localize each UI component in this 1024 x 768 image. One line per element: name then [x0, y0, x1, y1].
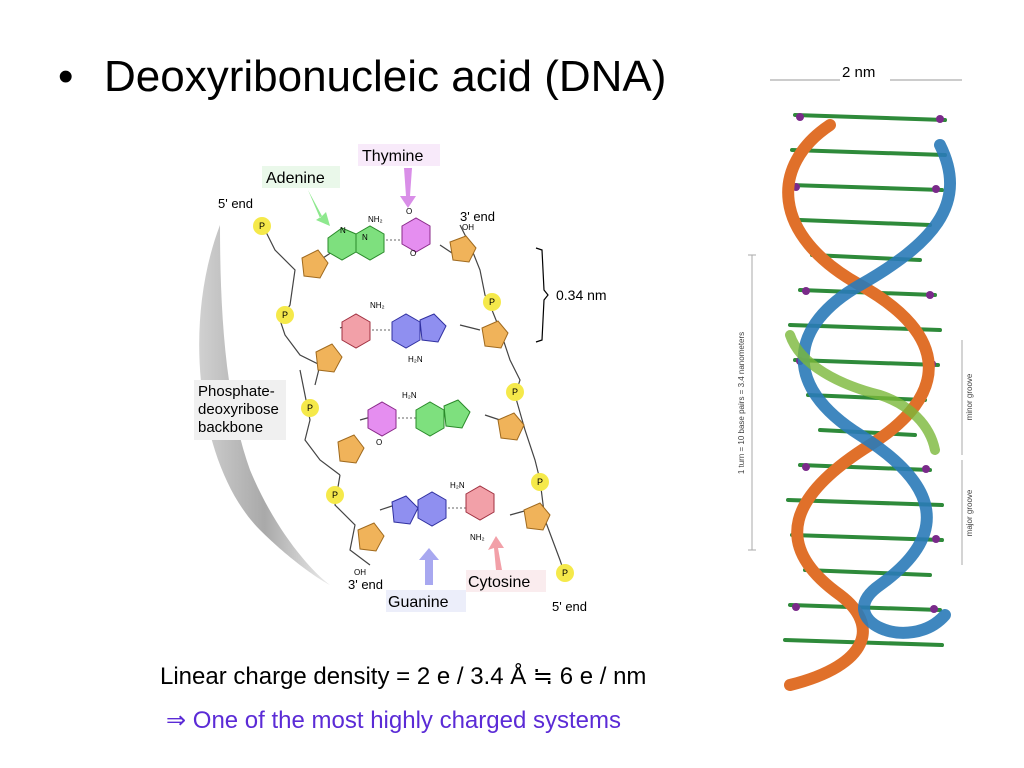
- svg-text:O: O: [406, 207, 412, 216]
- svg-text:P: P: [537, 477, 543, 487]
- svg-text:P: P: [259, 221, 265, 231]
- helix-strand-green-overlay: [785, 330, 940, 455]
- arrow-cytosine: [488, 536, 504, 570]
- base-pair-3: [367, 399, 471, 437]
- atom-labels: NH₂ O N N O OH NH₂ H₂N H₂N O H₂N NH₂ OH: [340, 207, 485, 577]
- label-cytosine: Cytosine: [468, 574, 530, 591]
- dna-structure-diagram: P P P P P P P P: [194, 144, 607, 614]
- base-pair-4: [391, 485, 495, 527]
- svg-text:H₂N: H₂N: [402, 391, 417, 400]
- label-major-groove: major groove: [965, 489, 974, 536]
- svg-text:P: P: [332, 490, 338, 500]
- base-pair-1: [327, 217, 431, 261]
- svg-text:P: P: [489, 297, 495, 307]
- svg-text:NH₂: NH₂: [470, 533, 485, 542]
- label-minor-groove: minor groove: [965, 373, 974, 420]
- label-3-end-bottom: 3' end: [348, 577, 383, 592]
- svg-text:OH: OH: [354, 568, 366, 577]
- label-5-end-bottom: 5' end: [552, 599, 587, 614]
- label-helix-turn: 1 turn = 10 base pairs = 3.4 nanometers: [737, 332, 746, 474]
- arrow-guanine: [419, 548, 439, 585]
- svg-text:N: N: [362, 233, 368, 242]
- svg-text:P: P: [512, 387, 518, 397]
- label-thymine: Thymine: [362, 148, 423, 165]
- svg-text:P: P: [282, 310, 288, 320]
- svg-text:H₂N: H₂N: [450, 481, 465, 490]
- label-backbone-2: deoxyribose: [198, 401, 279, 418]
- label-5-end-top: 5' end: [218, 196, 253, 211]
- phosphate-groups: [253, 217, 574, 582]
- svg-text:NH₂: NH₂: [368, 215, 383, 224]
- sugar-rings: [301, 235, 551, 552]
- arrow-thymine: [400, 168, 416, 208]
- label-backbone-1: Phosphate-: [198, 383, 275, 400]
- label-adenine: Adenine: [266, 170, 325, 187]
- svg-text:OH: OH: [462, 223, 474, 232]
- label-3-end-top: 3' end: [460, 209, 495, 224]
- svg-text:H₂N: H₂N: [408, 355, 423, 364]
- phosphate-labels: P P P P P P P P: [259, 221, 568, 578]
- svg-text:P: P: [562, 568, 568, 578]
- base-pair-2: [341, 313, 447, 349]
- title-bullet: •: [58, 52, 74, 101]
- label-guanine: Guanine: [388, 594, 449, 611]
- svg-text:O: O: [410, 249, 416, 258]
- label-helix-width: 2 nm: [842, 64, 875, 81]
- label-spacing: 0.34 nm: [556, 287, 607, 303]
- slide-title: • Deoxyribonucleic acid (DNA): [58, 52, 666, 102]
- arrow-adenine: [308, 190, 330, 226]
- spacing-bracket: [535, 247, 549, 343]
- svg-text:O: O: [376, 438, 382, 447]
- svg-text:P: P: [307, 403, 313, 413]
- label-backbone-3: backbone: [198, 419, 263, 436]
- title-text: Deoxyribonucleic acid (DNA): [104, 52, 667, 101]
- double-helix-diagram: 2 nm 1 turn = 10 base pairs = 3.4 nanome…: [737, 64, 974, 691]
- conclusion-text: ⇒ One of the most highly charged systems: [166, 707, 621, 734]
- helix-strand-blue: [797, 139, 956, 639]
- charge-density-equation: Linear charge density = 2 e / 3.4 Å ≒ 6 …: [160, 663, 647, 690]
- svg-text:N: N: [340, 226, 346, 235]
- svg-text:NH₂: NH₂: [370, 301, 385, 310]
